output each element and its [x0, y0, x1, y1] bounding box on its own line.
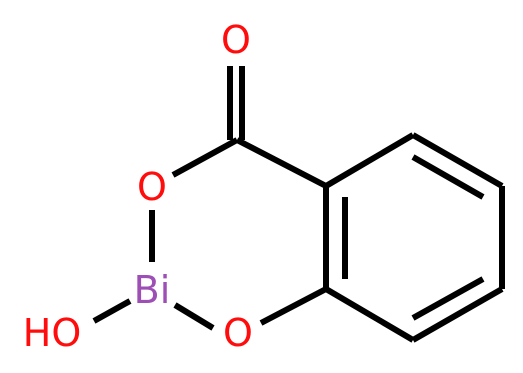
bond-benzene-3 — [411, 132, 504, 189]
atom-ring-oxygen-upper: O — [137, 165, 167, 209]
atom-carbonyl-oxygen: O — [221, 18, 251, 62]
bond-benzene-5-inner — [411, 276, 485, 321]
atom-bismuth: Bi — [134, 268, 171, 312]
bond-bi-o-lower — [173, 302, 215, 331]
bond-c-aromatic — [235, 137, 328, 189]
bond-benzene-6 — [324, 286, 415, 343]
bond-benzene-5 — [411, 286, 504, 343]
atom-hydroxyl: HO — [23, 311, 81, 355]
bond-c-o-upper — [171, 137, 239, 178]
bond-o-lower-aromatic — [259, 286, 328, 326]
bond-benzene-3-inner — [411, 154, 485, 200]
bond-benzene-2 — [324, 132, 415, 189]
bond-oh-bi — [92, 298, 132, 324]
atom-labels: O O Bi O HO — [23, 18, 253, 355]
bonds — [92, 66, 505, 343]
atom-ring-oxygen-lower: O — [223, 311, 253, 355]
